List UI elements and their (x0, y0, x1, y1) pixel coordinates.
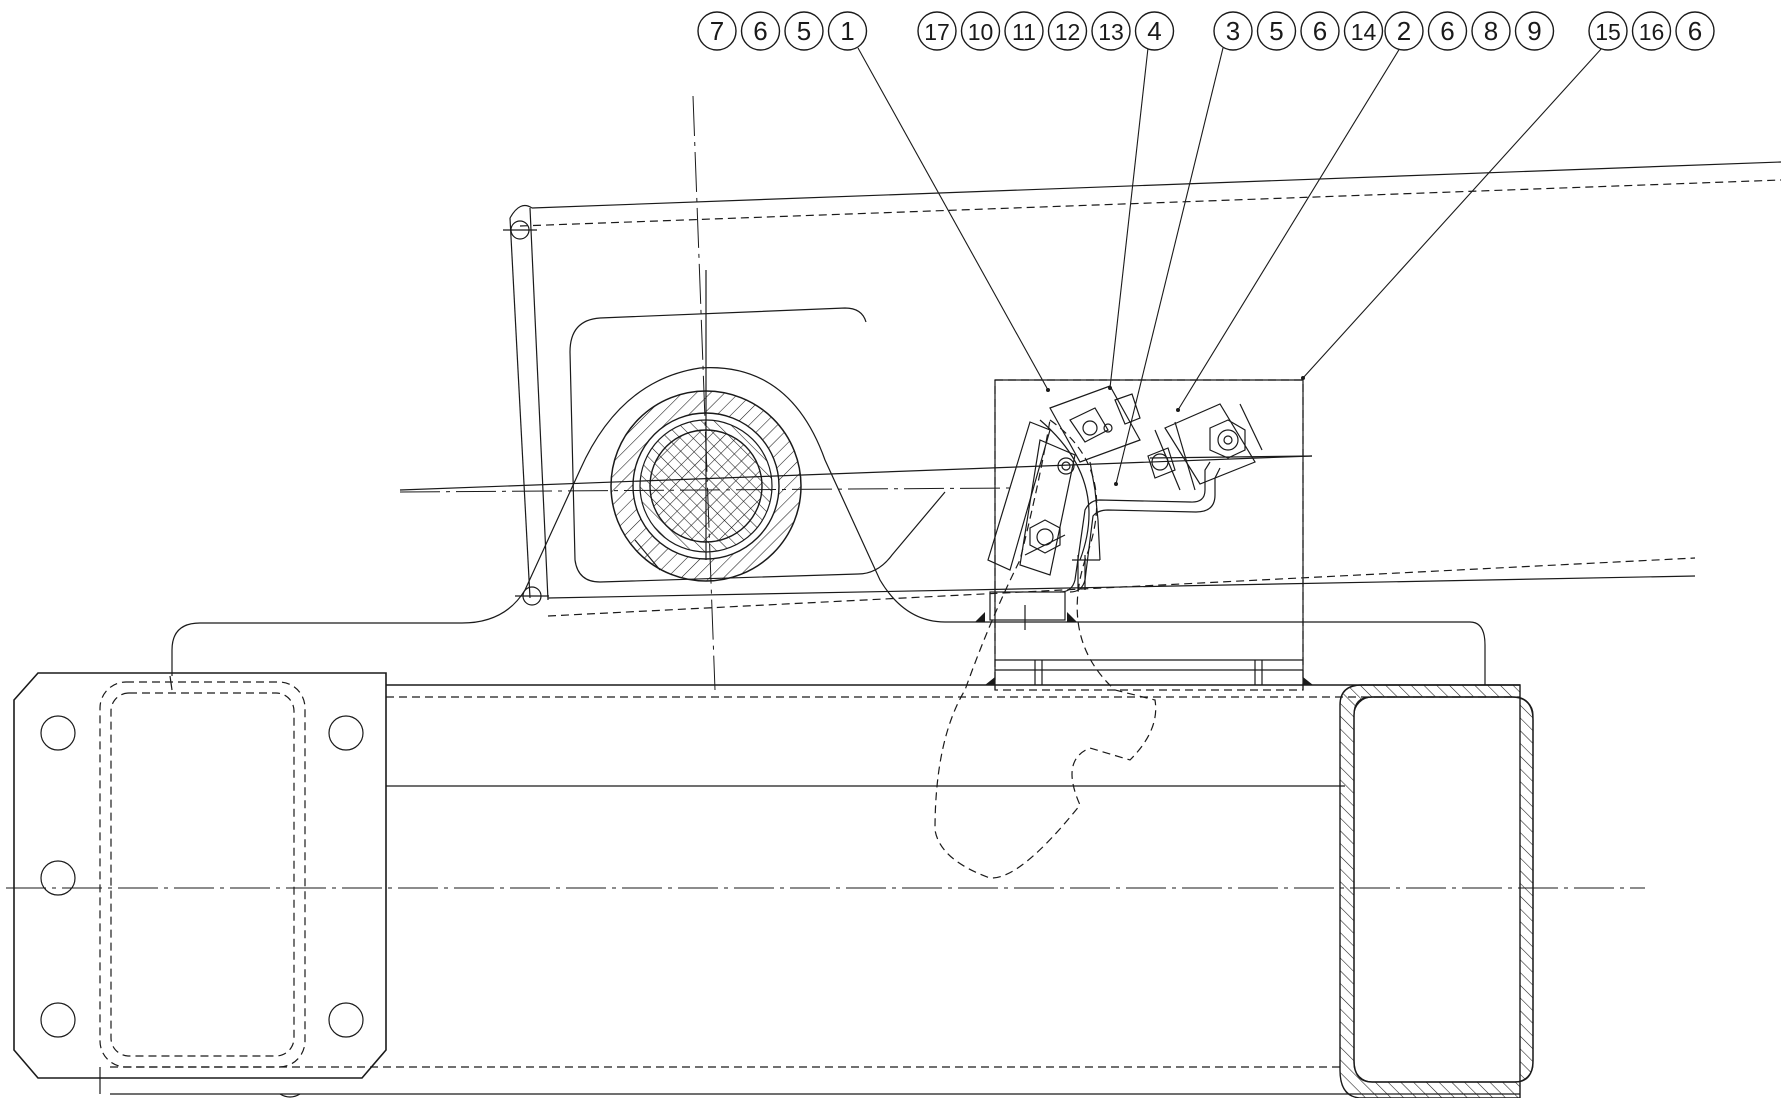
callout-number: 6 (753, 16, 767, 46)
pivot-bearing (399, 95, 1313, 691)
callout-number: 4 (1147, 16, 1161, 46)
leader-lines (857, 47, 1603, 486)
nut-right (1209, 419, 1246, 459)
callout-bubble (1004, 11, 1044, 51)
bolt-hole (40, 715, 76, 751)
callout-bubble (740, 11, 781, 51)
callout-number: 7 (710, 16, 724, 46)
upper-arm (169, 161, 1781, 691)
callout-number: 5 (1269, 16, 1283, 46)
callout-bubble (697, 11, 737, 51)
callout-bubble (1384, 11, 1424, 51)
callout-number: 17 (924, 19, 950, 45)
callout-number: 11 (1012, 19, 1036, 45)
callout-bubble (1300, 11, 1340, 51)
shaft-vertical-centerline (692, 95, 716, 691)
callout-number: 3 (1226, 16, 1240, 46)
callout-group-2: 17 10 11 12 13 4 (917, 11, 1175, 51)
callout-bubble (1471, 11, 1511, 51)
callout-group-5: 15 16 6 (1588, 11, 1715, 51)
sensor-bracket-assembly (934, 379, 1313, 879)
callout-number: 14 (1351, 19, 1377, 45)
callout-bubble (1091, 11, 1131, 51)
shaft-horizontal-centerline (399, 487, 1011, 493)
wire (1059, 461, 1211, 593)
callout-bubble (1256, 11, 1297, 51)
nut-left (1029, 519, 1061, 554)
callout-bubble (784, 11, 824, 51)
callout-number: 16 (1639, 19, 1665, 45)
callout-bubble (1514, 11, 1555, 51)
callout-number: 8 (1484, 16, 1498, 46)
hidden-tube-inner (110, 692, 295, 1057)
main-beam (6, 672, 1645, 1098)
callout-number: 12 (1055, 19, 1081, 45)
callout-number: 13 (1098, 19, 1124, 45)
callout-bubble (1134, 11, 1175, 51)
callout-number: 15 (1595, 19, 1621, 45)
callout-number: 6 (1440, 16, 1454, 46)
callout-number: 6 (1313, 16, 1327, 46)
right-tube-inner (1353, 696, 1534, 1083)
callout-number: 5 (797, 16, 811, 46)
bolt-hole (328, 715, 364, 751)
callout-bubble (1675, 11, 1715, 51)
callout-number: 9 (1527, 16, 1541, 46)
callout-bubble (1427, 11, 1468, 51)
cam-swing-path (934, 419, 1157, 879)
callout-bubble (1343, 11, 1384, 51)
callout-bubble (1047, 11, 1088, 51)
callout-bubble (827, 11, 868, 51)
callout-number: 2 (1397, 16, 1411, 46)
callout-bubble (1213, 11, 1253, 51)
callout-bubble (960, 11, 1001, 51)
bolt-hole (40, 1002, 76, 1038)
callout-bubble (1631, 11, 1672, 51)
callout-bubble (1588, 11, 1628, 51)
callout-bubble (917, 11, 957, 51)
switch-body-1 (1049, 385, 1141, 463)
lever-arm-left (987, 421, 1051, 571)
callout-number: 6 (1688, 16, 1702, 46)
callout-number: 1 (840, 16, 854, 46)
callout-number: 10 (968, 19, 994, 45)
right-tube-section (1339, 684, 1534, 1098)
bolt-hole (40, 860, 76, 896)
left-end-plate (13, 672, 387, 1079)
hidden-tube-outer (99, 681, 306, 1068)
bolt-hole (328, 1002, 364, 1038)
